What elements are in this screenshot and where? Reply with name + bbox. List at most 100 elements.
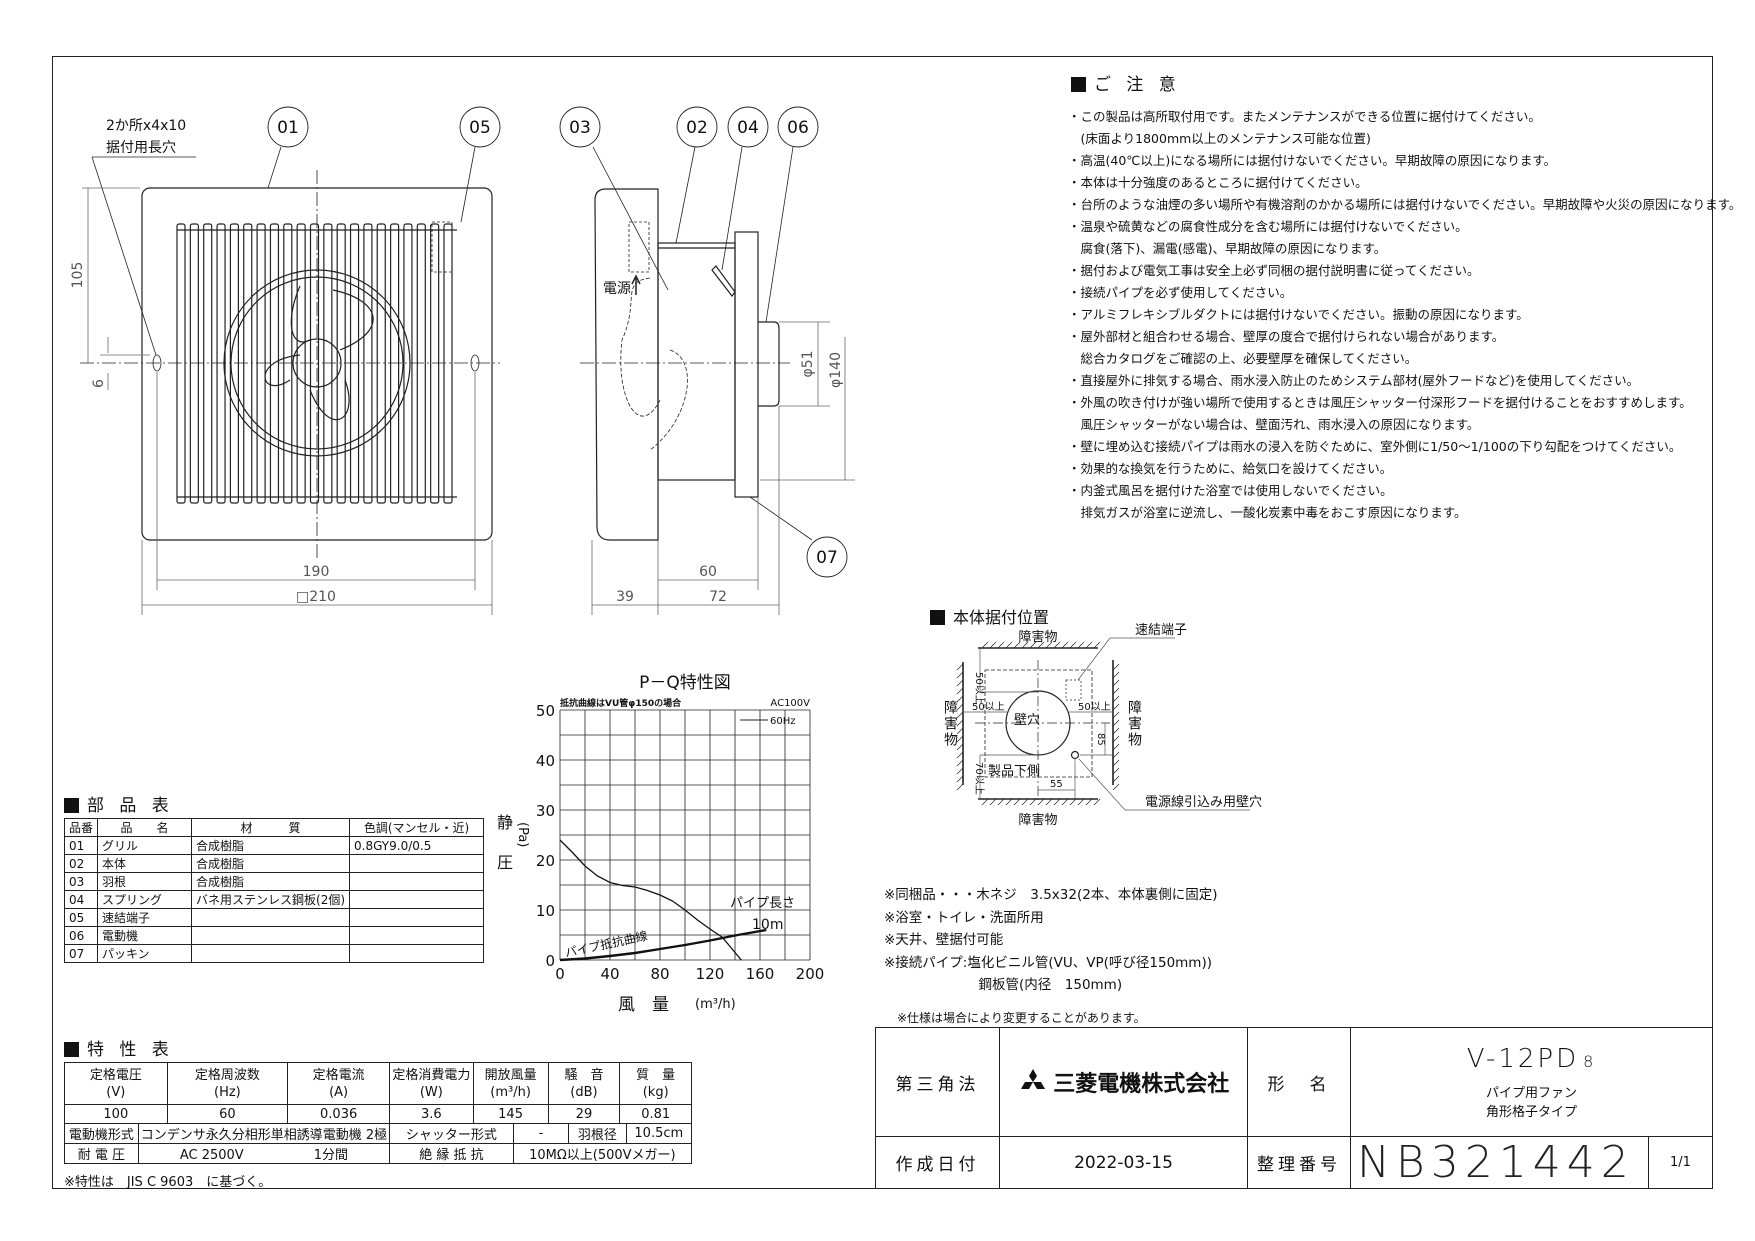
company-name: 三菱電機株式会社 xyxy=(1053,1072,1230,1097)
hatch-mark xyxy=(1061,798,1069,806)
chart-condition: AC100V xyxy=(770,698,810,709)
table-cell: 合成樹脂 xyxy=(191,872,351,891)
projection-method: 第三角法 xyxy=(875,1027,1000,1137)
table-cell xyxy=(191,908,351,927)
hatch-mark xyxy=(1085,641,1093,649)
hatch-mark xyxy=(1005,798,1013,806)
hatch-mark xyxy=(1112,759,1120,767)
hatch-mark xyxy=(956,759,964,767)
withstand-voltage: AC 2500V xyxy=(179,1148,244,1163)
spec-header-cell: 定格電流(A) xyxy=(287,1062,391,1105)
y-tick-label: 20 xyxy=(536,852,555,870)
blade-hidden xyxy=(620,277,688,451)
spec-header-text: 定格周波数 xyxy=(194,1067,260,1083)
note-line: 腐食(落下)、漏電(感電)、早期故障の原因になります。 xyxy=(1068,241,1387,256)
hatch-mark xyxy=(1037,798,1045,806)
spec-change-note: ※仕様は場合により変更することがあります。 xyxy=(897,1011,1146,1025)
obstacle-left: 障害物 xyxy=(942,700,958,748)
installation-heading: 本体据付位置 xyxy=(930,604,1049,628)
louvre-bar xyxy=(416,223,426,504)
hatch-mark xyxy=(1112,767,1120,775)
x-tick-label: 120 xyxy=(696,965,725,983)
number-label: 整理番号 xyxy=(1247,1136,1351,1189)
hatch-mark xyxy=(1069,798,1077,806)
parts-heading: 部 品 表 xyxy=(64,791,174,816)
hatch-mark xyxy=(956,735,964,743)
pq-curve-60hz xyxy=(559,839,742,961)
hatch-mark xyxy=(1053,798,1061,806)
spec-header-text: 質 量 xyxy=(636,1067,676,1083)
spec-header-text: 定格消費電力 xyxy=(392,1067,471,1083)
spec-header-text: (Hz) xyxy=(214,1084,241,1100)
louvre-bar xyxy=(189,223,199,504)
louvre-bar xyxy=(349,223,360,504)
spec-header-cell: 質 量(kg) xyxy=(619,1062,692,1105)
table-cell: 04 xyxy=(63,890,99,909)
hatch-mark xyxy=(956,743,964,751)
spec-table: 定格電圧(V)定格周波数(Hz)定格電流(A)定格消費電力(W)開放風量(m³/… xyxy=(64,1062,693,1164)
hatch-mark xyxy=(956,671,964,679)
model-number: V-12PD xyxy=(1466,1044,1580,1074)
spec-header-text: 騒 音 xyxy=(564,1067,604,1083)
blade-value: 10.5cm xyxy=(625,1123,693,1144)
hatch-mark xyxy=(1112,671,1120,679)
louvre-bar xyxy=(229,223,239,504)
table-cell: 材 質 xyxy=(191,818,351,837)
hatch-mark xyxy=(1005,641,1013,649)
hatch-mark xyxy=(956,687,964,695)
spec-header-text: (V) xyxy=(106,1084,126,1100)
note-line: ・効果的な換気を行うために、給気口を設けてください。 xyxy=(1068,461,1393,476)
hatch-mark xyxy=(1093,798,1101,806)
table-cell: 02 xyxy=(63,854,99,873)
extra-notes: ※同梱品・・・木ネジ 3.5x32(2本、本体裏側に固定)※浴室・トイレ・洗面所… xyxy=(884,884,1218,997)
hatch-mark xyxy=(1061,641,1069,649)
note-line: ・この製品は高所取付用です。またメンテナンスができる位置に据付けてください。 xyxy=(1068,109,1541,124)
louvre-bar xyxy=(376,223,386,504)
hatch-mark xyxy=(1112,679,1120,687)
hatch-mark xyxy=(989,641,997,649)
hatch-mark xyxy=(1053,641,1061,649)
front-cover xyxy=(594,188,659,541)
balloon-01: 01 xyxy=(277,118,299,138)
table-cell: 01 xyxy=(63,836,99,855)
hatch-mark xyxy=(1112,743,1120,751)
spec-header-cell: 開放風量(m³/h) xyxy=(472,1062,549,1105)
dim-105: 105 xyxy=(70,262,86,289)
power-wall-hole xyxy=(1070,750,1080,760)
spigot xyxy=(758,321,780,407)
flange xyxy=(734,231,759,498)
ylabel-top: 静 xyxy=(497,813,513,832)
spec-heading: 特 性 表 xyxy=(64,1035,174,1060)
hatch-mark xyxy=(1112,695,1120,703)
hatch-mark xyxy=(1112,703,1120,711)
hatch-mark xyxy=(956,775,964,783)
parts-heading-text: 部 品 表 xyxy=(87,796,174,816)
note-line: ・屋外部材と組合わせる場合、壁厚の度合で据付けられない場合があります。 xyxy=(1068,329,1505,344)
note-line: ・本体は十分強度のあるところに据付けてください。 xyxy=(1068,175,1368,190)
table-cell: バネ用ステンレス鋼板(2個) xyxy=(191,890,351,909)
table-cell: 03 xyxy=(63,872,99,891)
note-line: ・接続パイプを必ず使用してください。 xyxy=(1068,285,1293,300)
dim-top-50: 50以上 xyxy=(973,672,985,705)
hole-note-2: 据付用長穴 xyxy=(106,140,176,156)
blade-label: 羽根径 xyxy=(568,1123,627,1144)
legend-60hz: 60Hz xyxy=(770,716,796,727)
product-line-1: パイプ用ファン xyxy=(1485,1086,1577,1101)
note-line: ・据付および電気工事は安全上必ず同梱の据付説明書に従ってください。 xyxy=(1068,263,1480,278)
hatch-mark xyxy=(956,751,964,759)
withstand-label: 耐 電 圧 xyxy=(64,1143,139,1164)
hatch-mark xyxy=(1112,719,1120,727)
dim-85: 85 xyxy=(1095,733,1106,746)
hatch-mark xyxy=(1112,751,1120,759)
hatch-mark xyxy=(1037,641,1045,649)
table-cell xyxy=(349,872,484,891)
louvre-bar xyxy=(296,223,306,504)
table-cell xyxy=(349,854,484,873)
hatch-mark xyxy=(1021,798,1029,806)
